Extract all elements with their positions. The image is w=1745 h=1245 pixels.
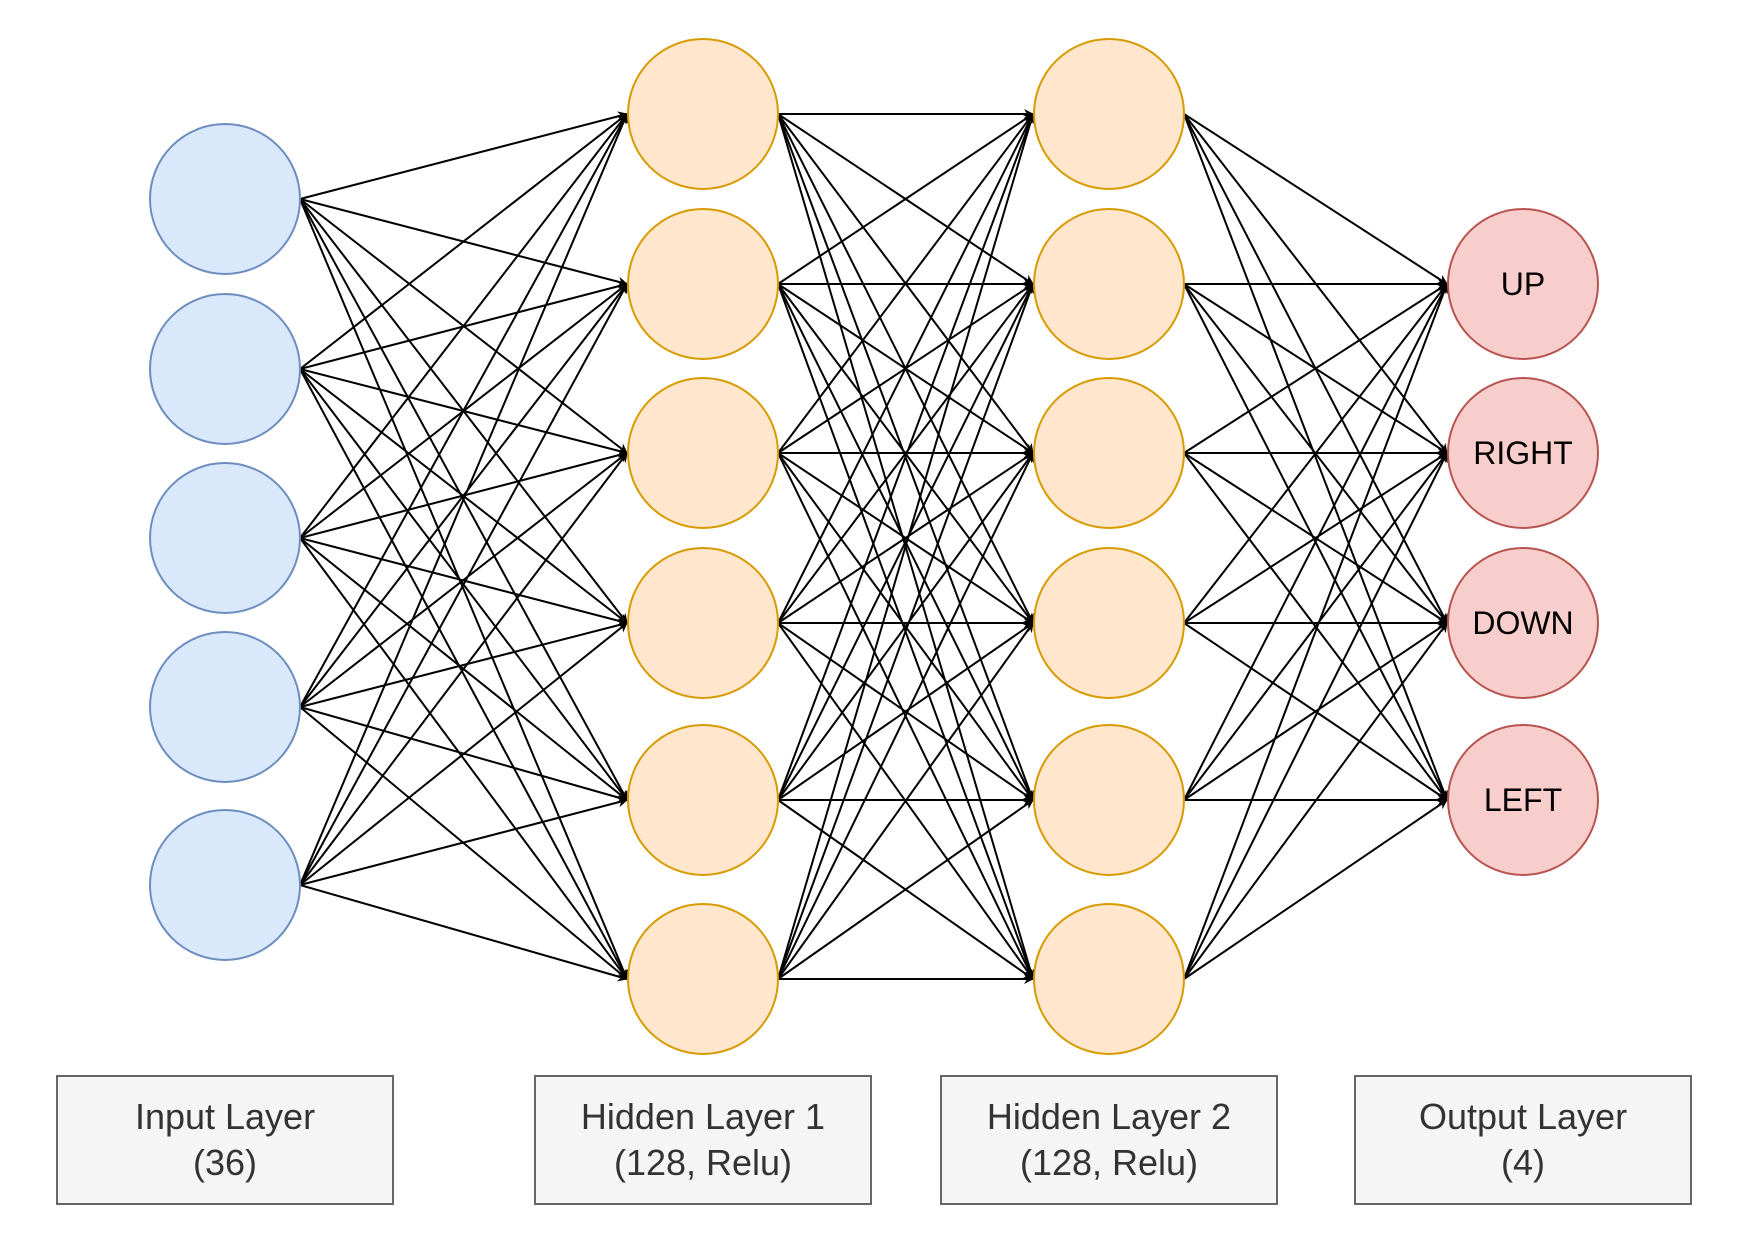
hidden-layer-1-caption: Hidden Layer 1 (128, Relu) bbox=[534, 1075, 872, 1205]
hidden1-node-1 bbox=[627, 208, 779, 360]
input-node-3 bbox=[149, 631, 301, 783]
edge-input-2-to-hidden1-0 bbox=[299, 113, 628, 539]
hidden2-node-3 bbox=[1033, 547, 1185, 699]
edge-hidden2-0-to-output-3 bbox=[1183, 113, 1449, 801]
hidden1-node-3 bbox=[627, 547, 779, 699]
edge-input-4-to-hidden1-0 bbox=[299, 113, 629, 886]
edge-hidden2-3-to-output-0 bbox=[1183, 283, 1448, 624]
edge-hidden2-4-to-output-2 bbox=[1183, 622, 1448, 801]
edge-hidden1-3-to-hidden2-1 bbox=[777, 283, 1034, 624]
output-node-3 bbox=[1447, 724, 1599, 876]
edge-hidden2-0-to-output-0 bbox=[1183, 113, 1448, 285]
connections bbox=[299, 109, 1449, 984]
input-node-0 bbox=[149, 123, 301, 275]
edge-input-3-to-hidden1-3 bbox=[299, 620, 628, 708]
input-node-4 bbox=[149, 809, 301, 961]
hidden2-node-1 bbox=[1033, 208, 1185, 360]
edge-hidden1-2-to-hidden2-0 bbox=[777, 113, 1034, 454]
edge-hidden2-4-to-output-1 bbox=[1183, 452, 1448, 801]
edge-hidden1-5-to-hidden2-2 bbox=[777, 452, 1034, 980]
edge-hidden1-5-to-hidden2-1 bbox=[777, 283, 1035, 980]
input-layer-title: Input Layer bbox=[134, 1096, 316, 1137]
edge-input-4-to-hidden1-4 bbox=[299, 797, 628, 886]
edge-hidden1-5-to-hidden2-4 bbox=[777, 799, 1034, 980]
edge-input-2-to-hidden1-5 bbox=[299, 537, 628, 980]
edge-input-3-to-hidden1-0 bbox=[299, 113, 628, 708]
edge-hidden1-4-to-hidden2-2 bbox=[777, 452, 1034, 801]
output-layer-title: Output Layer bbox=[1418, 1096, 1628, 1137]
edge-input-4-to-hidden1-3 bbox=[299, 622, 628, 886]
output-label-1: RIGHT bbox=[1473, 435, 1573, 471]
edge-hidden1-4-to-hidden2-3 bbox=[777, 622, 1034, 801]
edge-input-1-to-hidden1-0 bbox=[299, 113, 628, 370]
hidden-layer-2-size: (128, Relu) bbox=[1019, 1142, 1199, 1183]
hidden1-node-4 bbox=[627, 724, 779, 876]
edge-input-4-to-hidden1-2 bbox=[299, 452, 628, 886]
edge-hidden1-5-to-hidden2-3 bbox=[777, 622, 1034, 980]
edge-hidden2-5-to-output-3 bbox=[1183, 799, 1448, 980]
hidden-layer-2-caption: Hidden Layer 2 (128, Relu) bbox=[940, 1075, 1278, 1205]
edge-input-0-to-hidden1-5 bbox=[299, 198, 629, 980]
input-node-1 bbox=[149, 293, 301, 445]
edge-hidden2-5-to-output-2 bbox=[1183, 622, 1448, 980]
edge-hidden1-4-to-hidden2-1 bbox=[777, 283, 1034, 801]
hidden1-node-0 bbox=[627, 38, 779, 190]
output-node-2 bbox=[1447, 547, 1599, 699]
edge-input-4-to-hidden1-5 bbox=[299, 884, 628, 982]
edge-input-3-to-hidden1-2 bbox=[299, 452, 628, 708]
hidden-layer-2-title: Hidden Layer 2 bbox=[986, 1096, 1232, 1137]
output-node-0 bbox=[1447, 208, 1599, 360]
hidden2-node-2 bbox=[1033, 377, 1185, 529]
edge-input-3-to-hidden1-1 bbox=[299, 283, 628, 708]
input-layer-caption: Input Layer (36) bbox=[56, 1075, 394, 1205]
edge-hidden1-1-to-hidden2-0 bbox=[777, 113, 1034, 285]
edge-input-0-to-hidden1-0 bbox=[299, 111, 628, 200]
output-label-0: UP bbox=[1501, 266, 1545, 302]
hidden2-node-0 bbox=[1033, 38, 1185, 190]
edge-hidden1-3-to-hidden2-0 bbox=[777, 113, 1034, 624]
hidden1-node-2 bbox=[627, 377, 779, 529]
edge-input-4-to-hidden1-1 bbox=[299, 283, 628, 886]
output-label-3: LEFT bbox=[1484, 782, 1562, 818]
output-label-2: DOWN bbox=[1472, 605, 1573, 641]
neurons: UP RIGHT DOWN LEFT bbox=[149, 38, 1599, 1055]
edge-hidden2-2-to-output-0 bbox=[1183, 283, 1448, 454]
edge-hidden2-3-to-output-1 bbox=[1183, 452, 1448, 624]
hidden-layer-1-size: (128, Relu) bbox=[613, 1142, 793, 1183]
edge-hidden1-3-to-hidden2-2 bbox=[777, 452, 1034, 624]
edge-hidden1-5-to-hidden2-0 bbox=[777, 113, 1036, 980]
input-layer-size: (36) bbox=[192, 1142, 258, 1183]
edge-hidden2-4-to-output-0 bbox=[1183, 283, 1448, 801]
hidden1-node-5 bbox=[627, 903, 779, 1055]
hidden2-node-5 bbox=[1033, 903, 1185, 1055]
edge-hidden2-5-to-output-1 bbox=[1183, 452, 1448, 980]
edge-input-1-to-hidden1-5 bbox=[299, 368, 628, 980]
input-node-2 bbox=[149, 462, 301, 614]
output-node-1 bbox=[1447, 377, 1599, 529]
hidden2-node-4 bbox=[1033, 724, 1185, 876]
hidden-layer-1-title: Hidden Layer 1 bbox=[580, 1096, 826, 1137]
output-layer-size: (4) bbox=[1501, 1142, 1545, 1183]
edge-hidden2-5-to-output-0 bbox=[1183, 283, 1449, 980]
output-layer-caption: Output Layer (4) bbox=[1354, 1075, 1692, 1205]
edge-hidden1-4-to-hidden2-0 bbox=[777, 113, 1035, 801]
